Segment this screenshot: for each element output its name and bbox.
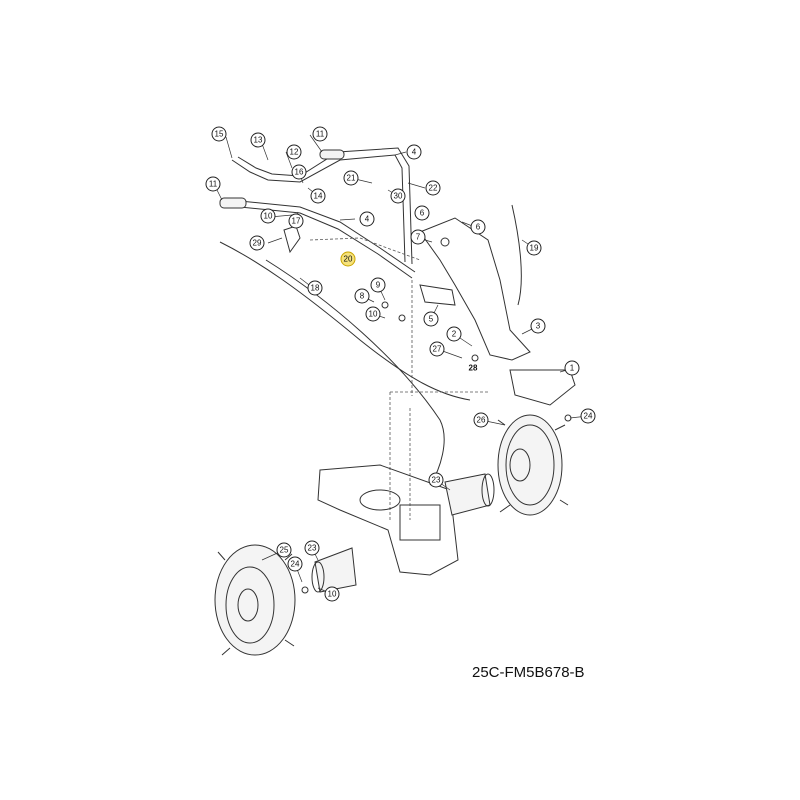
svg-text:30: 30: [394, 192, 403, 201]
callout-8: 8: [354, 288, 370, 304]
rear-shield: [509, 369, 576, 406]
bracket: [419, 284, 456, 306]
left-wheel-hub: [314, 547, 357, 593]
control-lever: [283, 225, 301, 254]
callout-6-right: 6: [470, 219, 486, 235]
callout-30: 30: [390, 188, 406, 204]
callout-11: 11: [312, 126, 328, 142]
callout-16: 16: [291, 164, 307, 180]
callout-10-middle: 10: [365, 306, 381, 322]
callout-22: 22: [425, 180, 441, 196]
callout-21: 21: [343, 170, 359, 186]
callout-9: 9: [370, 277, 386, 293]
svg-text:24: 24: [291, 560, 300, 569]
callout-18: 18: [307, 280, 323, 296]
svg-text:23: 23: [308, 544, 317, 553]
callout-29: 29: [249, 235, 265, 251]
callout-20: 20: [340, 251, 356, 267]
callout-3: 3: [530, 318, 546, 334]
callout-11-lower: 11: [205, 176, 221, 192]
svg-text:24: 24: [584, 412, 593, 421]
svg-text:23: 23: [432, 476, 441, 485]
callout-10-upper: 10: [260, 208, 276, 224]
svg-text:26: 26: [477, 416, 486, 425]
svg-text:7: 7: [416, 233, 421, 242]
callout-23-right: 23: [428, 472, 444, 488]
svg-text:6: 6: [476, 223, 481, 232]
callout-1: 1: [564, 360, 580, 376]
svg-text:25: 25: [280, 546, 289, 555]
right-wheel: [497, 414, 569, 516]
svg-text:19: 19: [530, 244, 539, 253]
svg-text:14: 14: [314, 192, 323, 201]
svg-text:17: 17: [292, 217, 301, 226]
svg-text:16: 16: [295, 168, 304, 177]
callout-12: 12: [286, 144, 302, 160]
svg-text:4: 4: [412, 148, 417, 157]
lower-grip: [219, 197, 247, 209]
callout-6-upper: 6: [414, 205, 430, 221]
callout-27: 27: [429, 341, 445, 357]
svg-text:2: 2: [452, 330, 457, 339]
svg-text:10: 10: [369, 310, 378, 319]
svg-text:3: 3: [536, 322, 541, 331]
svg-text:5: 5: [429, 315, 434, 324]
handle-cover: [419, 217, 531, 361]
svg-text:4: 4: [365, 215, 370, 224]
callout-19: 19: [526, 240, 542, 256]
svg-text:12: 12: [290, 148, 299, 157]
callout-23-left: 23: [304, 540, 320, 556]
drawing-code: 25C-FM5B678-B: [472, 664, 585, 681]
svg-text:13: 13: [254, 136, 263, 145]
svg-text:21: 21: [347, 174, 356, 183]
transmission-housing: [317, 464, 459, 576]
left-wheel: [214, 544, 296, 656]
callout-5: 5: [423, 311, 439, 327]
svg-text:8: 8: [360, 292, 365, 301]
callout-4-upper: 4: [406, 144, 422, 160]
svg-text:6: 6: [420, 209, 425, 218]
svg-text:22: 22: [429, 184, 438, 193]
callout-26: 26: [473, 412, 489, 428]
svg-text:27: 27: [433, 345, 442, 354]
svg-text:11: 11: [209, 180, 218, 189]
control-cable: [219, 241, 471, 401]
lower-handle-bar: [229, 199, 416, 273]
svg-text:9: 9: [376, 281, 381, 290]
callout-10-lower: 10: [324, 586, 340, 602]
upper-handle-bar: [231, 154, 406, 263]
callout-4-lower: 4: [359, 211, 375, 227]
callout-17: 17: [288, 213, 304, 229]
svg-text:18: 18: [311, 284, 320, 293]
svg-text:29: 29: [253, 239, 262, 248]
callout-24-left: 24: [287, 556, 303, 572]
parts-drawing: [213, 134, 589, 656]
callout-24-right: 24: [580, 408, 596, 424]
svg-text:20: 20: [344, 255, 353, 264]
cable-rod: [511, 204, 522, 306]
callout-15: 15: [211, 126, 227, 142]
callout-labels: 15 13 11 12 4 16 21 14 30 22 11 10 17 4 …: [205, 126, 596, 602]
callout-7: 7: [410, 229, 426, 245]
callout-13: 13: [250, 132, 266, 148]
callout-2: 2: [446, 326, 462, 342]
callout-25: 25: [276, 542, 292, 558]
callout-28: 28: [466, 363, 480, 373]
upper-grip: [319, 149, 345, 160]
svg-text:28: 28: [469, 364, 478, 373]
svg-text:15: 15: [215, 130, 224, 139]
callout-14: 14: [310, 188, 326, 204]
svg-text:11: 11: [316, 130, 325, 139]
svg-text:1: 1: [570, 364, 575, 373]
svg-text:10: 10: [328, 590, 337, 599]
svg-text:10: 10: [264, 212, 273, 221]
